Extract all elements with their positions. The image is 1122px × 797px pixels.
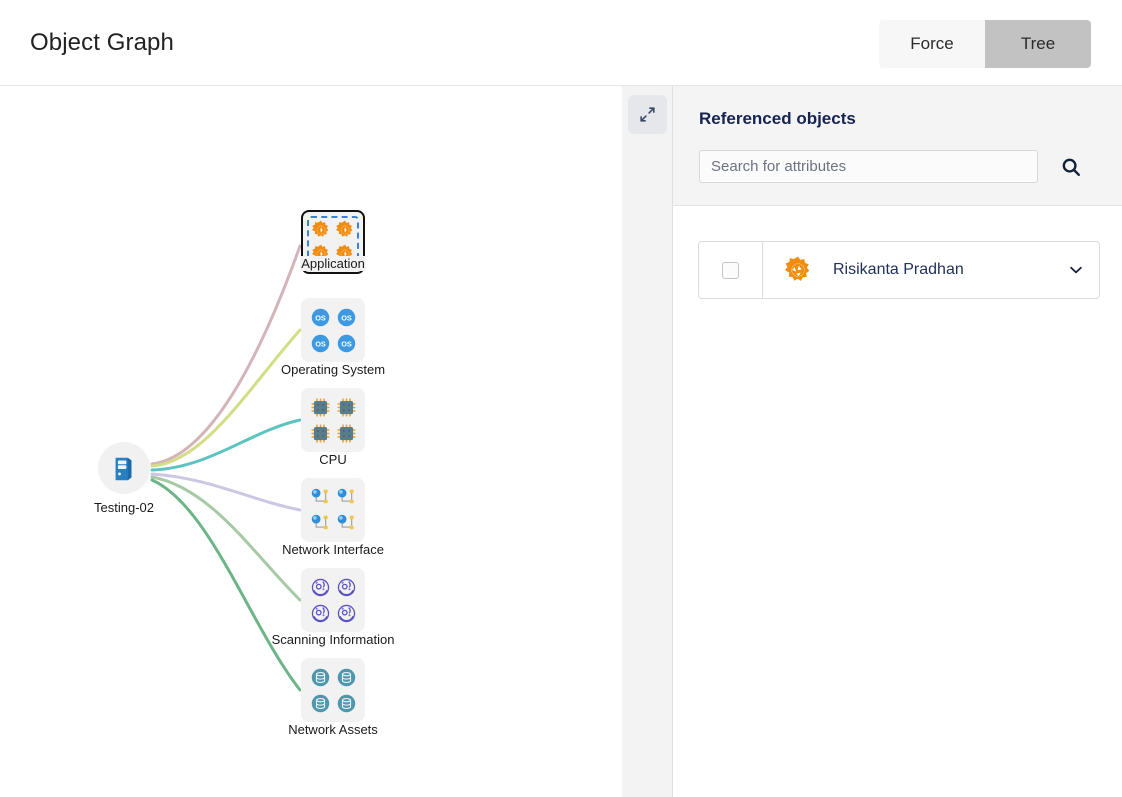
- search-icon: [1062, 158, 1080, 176]
- cpu-chip-icon: [310, 397, 330, 417]
- scan-radar-icon: [311, 604, 329, 622]
- graph-node-application-label: Application: [300, 256, 366, 271]
- os-badge-icon: OS: [311, 308, 329, 326]
- edge-application: [150, 244, 302, 466]
- gear-icon: [336, 220, 353, 237]
- panel-divider: [622, 86, 673, 797]
- view-mode-tree-button[interactable]: Tree: [985, 20, 1091, 68]
- database-icon: [337, 668, 355, 686]
- referenced-object-row[interactable]: Risikanta Pradhan: [698, 241, 1100, 299]
- network-node-icon: [337, 488, 354, 503]
- view-mode-toggle-group: Force Tree: [879, 20, 1091, 68]
- cpu-chip-icon: [336, 423, 356, 443]
- gear-icon: [785, 256, 810, 281]
- view-mode-force-button[interactable]: Force: [879, 20, 985, 68]
- graph-node-scanning-information-label: Scanning Information: [271, 632, 395, 647]
- network-node-icon: [311, 488, 328, 503]
- database-icon: [337, 694, 355, 712]
- page-title: Object Graph: [30, 29, 174, 56]
- graph-node-cpu-label: CPU: [319, 452, 347, 467]
- graph-node-scanning-information-box[interactable]: [301, 568, 365, 632]
- graph-node-operating-system-label: Operating System: [280, 362, 386, 377]
- search-button[interactable]: [1058, 154, 1084, 180]
- svg-text:OS: OS: [341, 339, 352, 348]
- scan-radar-icon: [311, 578, 329, 596]
- chevron-down-icon[interactable]: [1067, 261, 1085, 279]
- graph-node-application[interactable]: Application: [300, 210, 366, 274]
- graph-node-network-interface-label: Network Interface: [282, 542, 384, 557]
- graph-node-network-assets-box[interactable]: [301, 658, 365, 722]
- svg-text:OS: OS: [315, 339, 326, 348]
- scan-radar-icon: [337, 604, 355, 622]
- row-checkbox-cell[interactable]: [699, 242, 763, 298]
- cpu-chip-icon: [336, 397, 356, 417]
- referenced-objects-panel: Referenced objects: [673, 86, 1122, 797]
- edge-network-interface: [150, 472, 302, 512]
- graph-canvas[interactable]: Testing-02 Application OS OS OS OS Opera…: [0, 86, 622, 797]
- panel-title: Referenced objects: [699, 109, 856, 128]
- server-tower-icon: [115, 457, 132, 481]
- panel-body: Risikanta Pradhan: [673, 206, 1122, 797]
- graph-node-network-interface-box[interactable]: [301, 478, 365, 542]
- svg-text:OS: OS: [341, 313, 352, 322]
- edge-scanning-information: [150, 475, 302, 602]
- search-row: [699, 150, 1084, 183]
- row-checkbox[interactable]: [722, 261, 739, 279]
- app-header: Object Graph Force Tree: [0, 0, 1122, 86]
- scan-radar-icon: [337, 578, 355, 596]
- graph-edges: [150, 244, 302, 692]
- database-icon: [311, 668, 329, 686]
- graph-node-network-assets-label: Network Assets: [288, 722, 378, 737]
- os-badge-icon: OS: [311, 334, 329, 352]
- graph-node-network-assets[interactable]: Network Assets: [288, 658, 378, 737]
- graph-node-operating-system-box[interactable]: OS OS OS OS: [301, 298, 365, 362]
- referenced-object-name: Risikanta Pradhan: [833, 261, 964, 278]
- graph-node-cpu[interactable]: CPU: [301, 388, 365, 467]
- panel-header: Referenced objects: [673, 86, 1122, 206]
- expand-panel-button[interactable]: [628, 95, 667, 134]
- graph-node-network-interface[interactable]: Network Interface: [282, 478, 384, 557]
- network-node-icon: [337, 514, 354, 529]
- graph-node-root[interactable]: [98, 442, 150, 494]
- row-main[interactable]: Risikanta Pradhan: [763, 242, 1099, 298]
- svg-text:OS: OS: [315, 313, 326, 322]
- os-badge-icon: OS: [337, 308, 355, 326]
- network-node-icon: [311, 514, 328, 529]
- os-badge-icon: OS: [337, 334, 355, 352]
- gear-icon: [312, 220, 329, 237]
- edge-operating-system: [150, 328, 302, 468]
- edge-network-assets: [150, 478, 302, 692]
- expand-diagonal-icon: [640, 107, 655, 122]
- graph-node-cpu-box[interactable]: [301, 388, 365, 452]
- database-icon: [311, 694, 329, 712]
- edge-cpu: [150, 418, 302, 472]
- graph-node-operating-system[interactable]: OS OS OS OS Operating System: [281, 298, 385, 377]
- search-input[interactable]: [699, 150, 1038, 183]
- cpu-chip-icon: [310, 423, 330, 443]
- graph-node-root-label: Testing-02: [94, 500, 154, 515]
- graph-node-scanning-information[interactable]: Scanning Information: [272, 568, 394, 647]
